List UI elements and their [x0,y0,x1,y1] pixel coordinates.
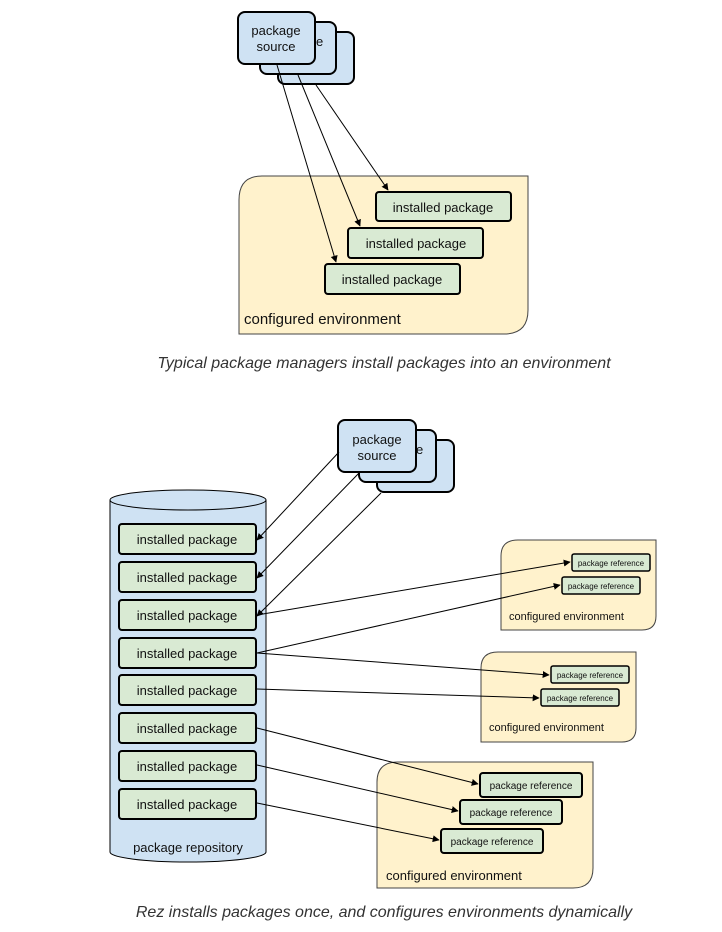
env-c-package-reference-3 [440,828,544,854]
repo-installed-package-2-label: installed package [137,570,237,585]
env-b-package-reference-1-label: package reference [557,671,624,680]
env-b-package-reference-1 [550,665,630,684]
repo-installed-package-6-label: installed package [137,721,237,736]
env-b-label: configured environment [489,722,604,734]
repo-to-env-arrow-7 [256,802,440,843]
repo-installed-package-7 [118,750,257,782]
env-b-package-reference-2-label: package reference [547,694,614,703]
top-installed-package-3-label: installed package [342,272,442,287]
repo-to-env-arrow-6 [256,764,459,814]
repo-to-env-arrow-4 [256,688,540,702]
repo-installed-package-8-label: installed package [137,797,237,812]
top-source-label-line2: source [256,39,295,54]
repo-installed-package-3 [118,599,257,631]
top-installed-package-1 [375,191,512,222]
source-to-repo-arrow-1 [256,451,340,541]
env-c-package-reference-2 [459,799,563,825]
bottom-caption: Rez installs packages once, and configur… [136,904,633,921]
source-to-repo-arrow-2 [256,471,361,579]
configured-environment-c: package reference package reference pack… [376,761,594,889]
top-diagram: configured environment e e package sourc… [157,11,611,372]
env-a-package-reference-1-label: package reference [578,559,645,568]
repo-to-env-arrow-2 [256,582,561,654]
env-c-label: configured environment [386,868,522,883]
bottom-package-source [337,419,417,473]
top-environment-label: configured environment [244,311,402,328]
env-a-package-reference-2 [561,576,641,595]
top-source-label-line1: package [251,23,300,38]
repo-installed-package-1-label: installed package [137,532,237,547]
top-arrow-2 [297,74,361,227]
env-c-package-reference-3-label: package reference [451,837,534,848]
repo-to-env-arrow-3 [256,652,550,679]
repository-label: package repository [133,840,243,855]
top-arrow-1 [315,84,389,191]
top-installed-package-3 [324,263,461,295]
repo-installed-package-5 [118,674,257,706]
env-c-package-reference-1-label: package reference [490,781,573,792]
bottom-source-fragment-1: e [416,442,423,457]
bottom-source-label-line2: source [357,448,396,463]
repo-installed-package-8 [118,788,257,820]
env-c-package-reference-2-label: package reference [470,808,553,819]
env-a-package-reference-2-label: package reference [568,582,635,591]
repo-installed-package-6 [118,712,257,744]
top-source-fragment-1: e [316,34,323,49]
source-to-repo-arrow-3 [256,492,382,617]
repo-installed-package-4-label: installed package [137,646,237,661]
configured-environment-b: package reference package reference conf… [480,651,637,743]
top-installed-package-2-label: installed package [366,236,466,251]
bottom-package-source-stack: e e package source [337,419,455,493]
bottom-diagram: package repository installed package ins… [109,419,657,921]
top-installed-package-1-label: installed package [393,200,493,215]
env-a-package-reference-1 [571,553,651,572]
repo-installed-package-1 [118,523,257,555]
top-package-source [237,11,316,65]
env-c-package-reference-1 [479,772,583,798]
env-b-package-reference-2 [540,688,620,707]
repo-installed-package-4 [118,637,257,669]
repo-installed-package-3-label: installed package [137,608,237,623]
top-arrow-3 [276,64,338,263]
repo-installed-package-7-label: installed package [137,759,237,774]
repo-to-env-arrow-5 [256,727,479,786]
bottom-source-label-line1: package [352,432,401,447]
top-installed-package-2 [347,227,484,259]
configured-environment-a: package reference package reference conf… [500,539,657,631]
repo-installed-package-2 [118,561,257,593]
repo-to-env-arrow-1 [256,559,571,616]
repo-installed-package-5-label: installed package [137,683,237,698]
repository-packages: installed package installed package inst… [118,523,257,820]
top-caption: Typical package managers install package… [157,355,611,372]
env-a-label: configured environment [509,611,624,623]
